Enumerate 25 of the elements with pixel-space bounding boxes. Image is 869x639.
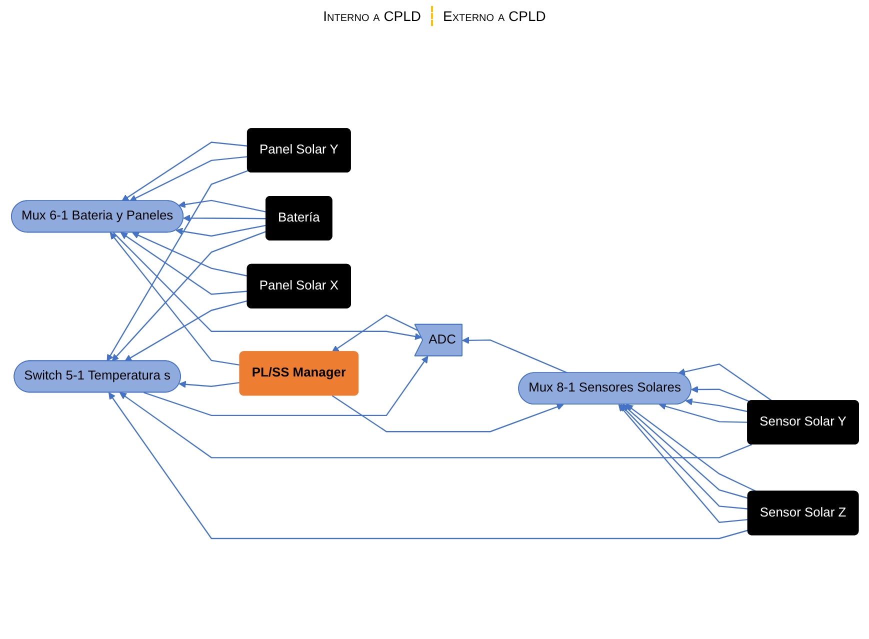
arrow — [108, 392, 748, 540]
arrow — [120, 232, 248, 295]
arrow — [178, 380, 240, 388]
arrow — [109, 232, 240, 366]
arrow — [132, 232, 248, 277]
arrow — [106, 170, 248, 362]
arrow — [658, 402, 748, 423]
arrow — [690, 386, 750, 402]
arrow — [129, 156, 248, 202]
arrow — [121, 142, 248, 202]
arrow — [178, 200, 266, 213]
region-label: Externo a CPLD — [442, 7, 547, 26]
arrow — [143, 356, 428, 416]
arrow — [182, 214, 266, 222]
arrow — [119, 392, 752, 458]
arrow — [331, 395, 564, 432]
arrow — [124, 300, 248, 362]
region-label: Interno a CPLD — [322, 7, 422, 26]
arrow — [678, 363, 772, 402]
arrow — [175, 224, 266, 237]
arrow — [331, 314, 418, 352]
arrow — [111, 230, 266, 362]
arrow — [462, 336, 568, 374]
arrow — [684, 398, 748, 412]
arrow — [112, 232, 422, 340]
